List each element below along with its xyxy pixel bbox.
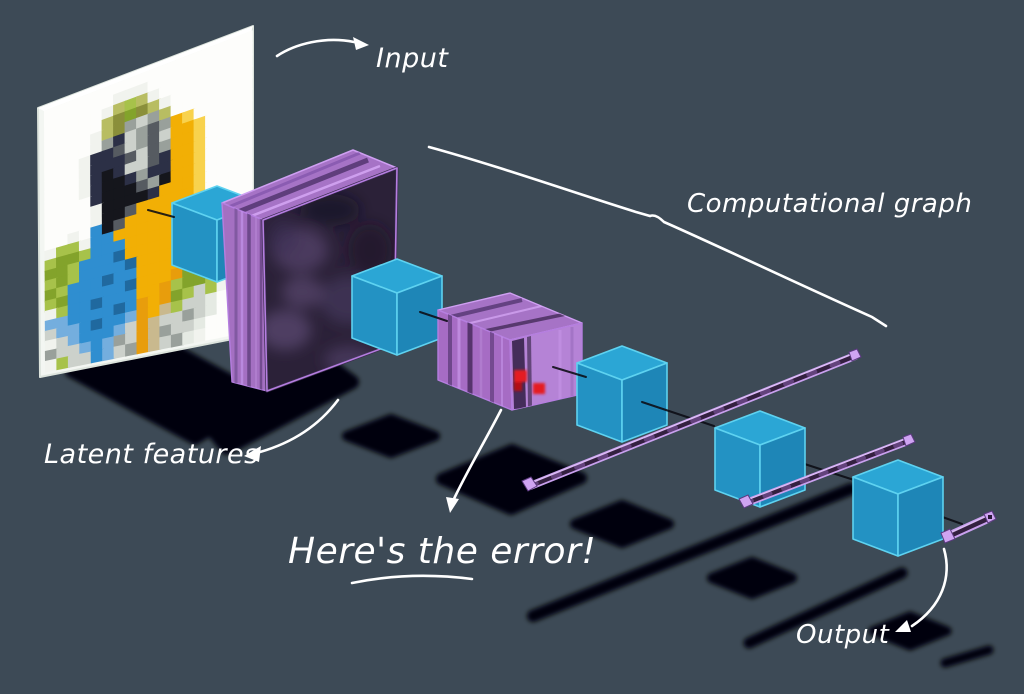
error-arrow: [451, 408, 503, 503]
label-input: Input: [376, 43, 449, 74]
rod-3-end-cap: [940, 528, 956, 544]
label-output: Output: [796, 620, 890, 650]
label-error-callout: Here's the error!: [288, 531, 596, 572]
output-arrowhead: [895, 620, 911, 632]
rod-3: [940, 510, 997, 544]
cube-2-shadow: [342, 414, 440, 458]
slab-small-right-texture: [512, 327, 574, 409]
input-image-panel: [37, 25, 254, 378]
latent-cube-3: [576, 345, 668, 443]
label-latent-features: Latent features: [44, 439, 259, 470]
output-arrow: [910, 547, 948, 628]
cube-3-shadow: [570, 500, 674, 548]
rod-2-end-cap: [738, 494, 754, 509]
rod-3-cap-core: [988, 515, 992, 519]
label-computational-graph: Computational graph: [687, 189, 972, 219]
connector-cube3-cube4: [641, 401, 715, 427]
rod-2-shadow: [743, 567, 908, 649]
rod-1-end-cap: [521, 476, 538, 492]
latent-cube-5: [852, 459, 944, 557]
rod-3-shadow: [940, 645, 994, 668]
computational-graph-bracket: [427, 145, 888, 328]
error-arrowhead: [446, 497, 459, 513]
rod-1: [521, 348, 862, 492]
annotation-arrows: [258, 38, 948, 628]
input-arrowhead: [353, 37, 369, 50]
connector-cube2-slab2: [419, 311, 448, 322]
rod-1-far-cap: [848, 348, 862, 362]
rod-1-shadow: [527, 483, 857, 622]
arrowheads: [244, 37, 911, 632]
rod-2: [738, 433, 916, 509]
slab-small-shadow: [436, 444, 587, 515]
shadow-group: [65, 325, 994, 668]
latent-cube-2: [351, 258, 443, 356]
weight-slab-large: [221, 149, 399, 393]
rod-2-far-cap: [902, 433, 916, 447]
connector-slab2-cube3: [552, 366, 587, 378]
error-underline: [350, 574, 474, 585]
error-marks: [514, 370, 545, 394]
slab-large-side-texture: [234, 203, 263, 391]
input-arrow: [275, 38, 356, 58]
latent-arrowhead: [244, 446, 261, 462]
connector-input-cube1: [147, 209, 175, 218]
latent-cube-4: [714, 410, 806, 508]
panel-top-edge: [38, 26, 253, 111]
cube-4-shadow: [707, 557, 797, 599]
latent-features-arrow: [258, 398, 340, 454]
parrot-pixel-image: [44, 30, 253, 373]
